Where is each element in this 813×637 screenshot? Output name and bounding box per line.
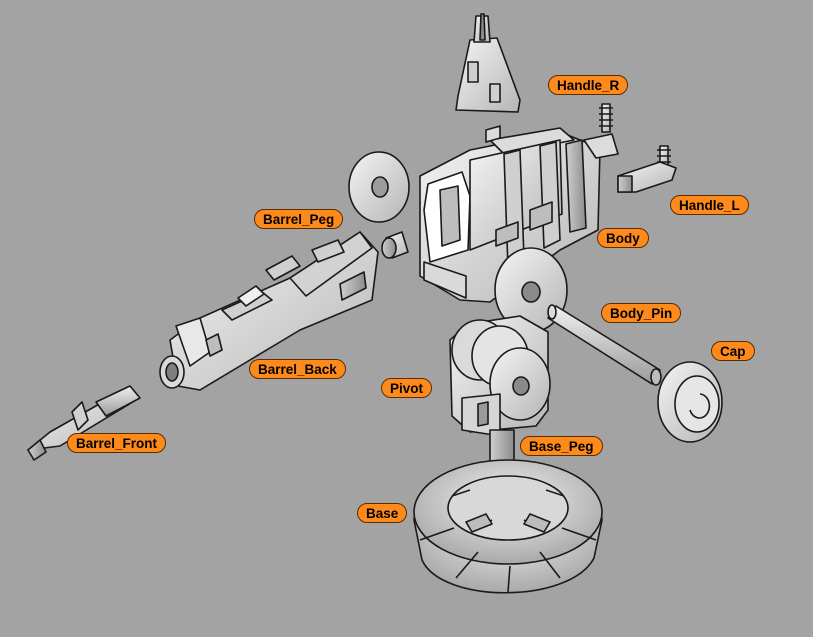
label-body-pin[interactable]: Body_Pin — [601, 303, 682, 323]
barrel-peg-part[interactable] — [381, 231, 409, 259]
label-pivot[interactable]: Pivot — [381, 378, 433, 398]
label-body[interactable]: Body — [597, 228, 649, 248]
cap-part[interactable] — [657, 361, 723, 443]
body-part[interactable] — [419, 125, 619, 303]
base-part[interactable] — [413, 459, 603, 594]
handle-r-spring-pin[interactable] — [599, 103, 613, 133]
label-barrel-front[interactable]: Barrel_Front — [67, 433, 167, 453]
handle-r-part[interactable] — [455, 13, 521, 113]
label-barrel-back[interactable]: Barrel_Back — [249, 359, 346, 379]
label-base[interactable]: Base — [357, 503, 408, 523]
label-base-peg[interactable]: Base_Peg — [520, 436, 603, 456]
pivot-part[interactable] — [449, 315, 551, 437]
label-handle-l[interactable]: Handle_L — [670, 195, 749, 215]
body-pin-part[interactable] — [547, 304, 662, 386]
barrel-back-part[interactable] — [159, 231, 379, 391]
label-barrel-peg[interactable]: Barrel_Peg — [254, 209, 344, 229]
barrel-peg-washer[interactable] — [348, 151, 410, 223]
handle-l-part[interactable] — [617, 145, 677, 193]
barrel-front-part[interactable] — [27, 385, 141, 461]
label-cap[interactable]: Cap — [711, 341, 755, 361]
label-handle-r[interactable]: Handle_R — [548, 75, 629, 95]
